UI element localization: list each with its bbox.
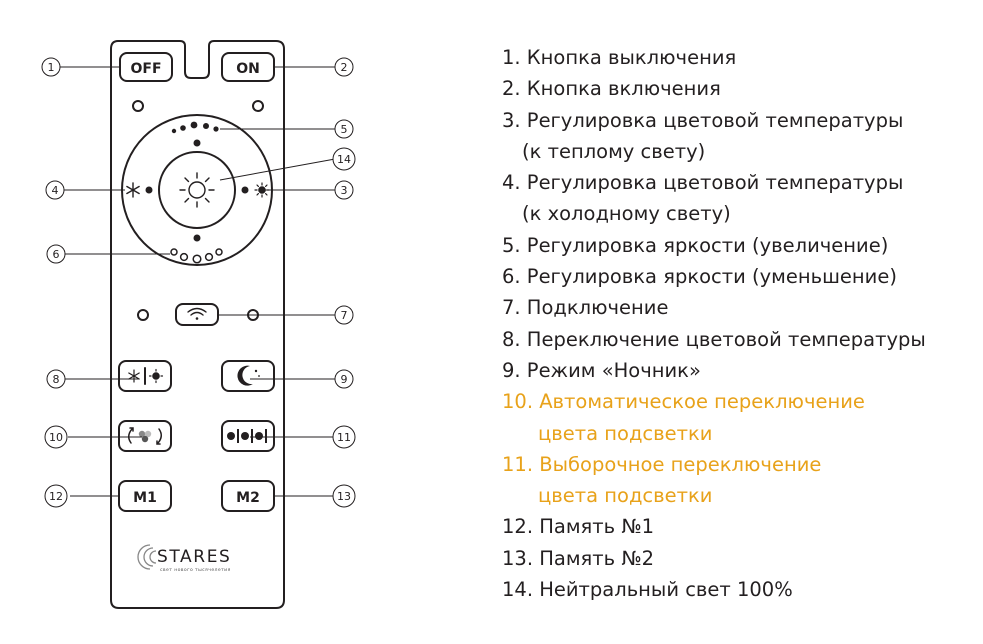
svg-text:4: 4: [52, 184, 59, 197]
legend-item: 3. Регулировка цветовой температуры (к те…: [502, 105, 977, 168]
callout-4: 4: [45, 180, 65, 200]
legend-item-line2: (к холодному свету): [522, 202, 731, 226]
legend-item-line1: 8. Переключение цветовой температуры: [502, 327, 926, 351]
callout-10: 10: [44, 425, 68, 449]
svg-text:8: 8: [53, 373, 60, 386]
center-button-ring[interactable]: [158, 151, 236, 229]
svg-text:13: 13: [337, 490, 351, 503]
logo-text: STARES: [157, 547, 231, 567]
memory-2-button[interactable]: M2: [221, 480, 275, 512]
cold-marker-dot[interactable]: [145, 186, 153, 194]
memory-2-label: M2: [236, 490, 260, 506]
legend-item: 6. Регулировка яркости (уменьшение): [502, 261, 977, 292]
legend-item-line1: 6. Регулировка яркости (уменьшение): [502, 265, 897, 289]
connect-button[interactable]: [175, 303, 219, 326]
legend-item-line2: цвета подсветки: [538, 421, 713, 445]
remote-body: [110, 40, 285, 609]
indicator-hole-left: [132, 100, 144, 112]
legend-item: 2. Кнопка включения: [502, 73, 977, 104]
dot-bar-icon: [227, 429, 267, 443]
snowflake-sun-icon: [128, 367, 164, 385]
callout-1: 1: [41, 57, 61, 77]
legend-item-line1: 9. Режим «Ночник»: [502, 358, 701, 382]
svg-text:12: 12: [49, 490, 63, 503]
legend-item-line1: 11. Выборочное переключение: [502, 452, 822, 476]
svg-text:14: 14: [337, 153, 351, 166]
brightness-up-dots-icon: [171, 121, 219, 134]
callout-13: 13: [332, 484, 356, 508]
callout-12: 12: [44, 484, 68, 508]
legend-list: 1. Кнопка выключения 2. Кнопка включения…: [502, 42, 977, 605]
svg-text:3: 3: [341, 184, 348, 197]
legend-item-line1: 2. Кнопка включения: [502, 77, 721, 101]
legend-item-line1: 12. Память №1: [502, 515, 655, 539]
svg-text:10: 10: [49, 431, 63, 444]
legend-item-highlight: 10. Автоматическое переключение цвета под…: [502, 386, 977, 449]
night-light-button[interactable]: [221, 360, 275, 392]
memory-1-button[interactable]: M1: [118, 480, 172, 512]
legend-item: 5. Регулировка яркости (увеличение): [502, 230, 977, 261]
svg-text:7: 7: [341, 309, 348, 322]
indicator-hole-mid-left: [137, 309, 149, 321]
legend-item-line1: 1. Кнопка выключения: [502, 46, 737, 69]
wifi-icon: [187, 307, 207, 320]
auto-cycle-icon: [128, 427, 162, 445]
callout-11: 11: [332, 425, 356, 449]
svg-text:11: 11: [337, 431, 351, 444]
legend-item-line1: 3. Регулировка цветовой температуры: [502, 108, 904, 132]
callout-lines: [60, 66, 336, 497]
indicator-hole-right: [252, 100, 264, 112]
warm-marker-dot[interactable]: [241, 186, 249, 194]
off-button[interactable]: OFF: [119, 52, 173, 82]
legend-item-line2: (к теплому свету): [522, 139, 706, 163]
legend-item: 1. Кнопка выключения: [502, 42, 977, 73]
legend-item-line1: 4. Регулировка цветовой температуры: [502, 171, 904, 195]
legend-item-line1: 7. Подключение: [502, 296, 669, 320]
brightness-down-circles-icon: [170, 248, 223, 264]
legend-item-line1: 5. Регулировка яркости (увеличение): [502, 233, 889, 257]
off-button-label: OFF: [130, 61, 161, 77]
callout-9: 9: [334, 369, 354, 389]
neutral-light-sun-icon: [179, 172, 215, 208]
temperature-switch-button[interactable]: [118, 360, 172, 392]
remote-diagram: OFF ON: [41, 40, 356, 609]
callout-14: 14: [332, 147, 356, 171]
legend-item: 13. Память №2: [502, 543, 977, 574]
svg-text:5: 5: [341, 123, 348, 136]
on-button[interactable]: ON: [221, 52, 275, 82]
svg-text:1: 1: [48, 61, 55, 74]
control-wheel-outer[interactable]: [121, 114, 273, 266]
auto-color-switch-button[interactable]: [118, 420, 172, 452]
selective-color-switch-button[interactable]: [221, 420, 275, 452]
legend-item: 9. Режим «Ночник»: [502, 355, 977, 386]
svg-text:9: 9: [341, 373, 348, 386]
callout-3: 3: [334, 180, 354, 200]
legend-item-highlight: 11. Выборочное переключение цвета подсвет…: [502, 449, 977, 512]
legend-item-line1: 14. Нейтральный свет 100%: [502, 578, 793, 602]
svg-text:6: 6: [53, 248, 60, 261]
legend-item: 14. Нейтральный свет 100%: [502, 574, 977, 605]
svg-text:2: 2: [341, 61, 348, 74]
callout-7: 7: [334, 305, 354, 325]
legend-item-line1: 10. Автоматическое переключение: [502, 390, 865, 414]
legend-item: 8. Переключение цветовой температуры: [502, 324, 977, 355]
legend-item: 4. Регулировка цветовой температуры (к хо…: [502, 167, 977, 230]
legend-item: 7. Подключение: [502, 292, 977, 323]
on-button-label: ON: [236, 61, 260, 77]
callout-2: 2: [334, 57, 354, 77]
legend-item-line2: цвета подсветки: [538, 484, 713, 508]
memory-1-label: M1: [133, 490, 157, 506]
callout-6: 6: [46, 244, 66, 264]
moon-icon: [237, 365, 260, 386]
brightness-up-marker-dot[interactable]: [193, 139, 201, 147]
callout-5: 5: [334, 119, 354, 139]
legend-item-line1: 13. Память №2: [502, 546, 655, 570]
callout-8: 8: [46, 369, 66, 389]
logo-tagline: свет нового тысячелетия: [160, 568, 231, 573]
snowflake-icon: [126, 182, 140, 198]
estares-logo: STARES свет нового тысячелетия: [137, 544, 231, 573]
brightness-down-marker-dot[interactable]: [193, 234, 201, 242]
legend-item: 12. Память №1: [502, 511, 977, 542]
